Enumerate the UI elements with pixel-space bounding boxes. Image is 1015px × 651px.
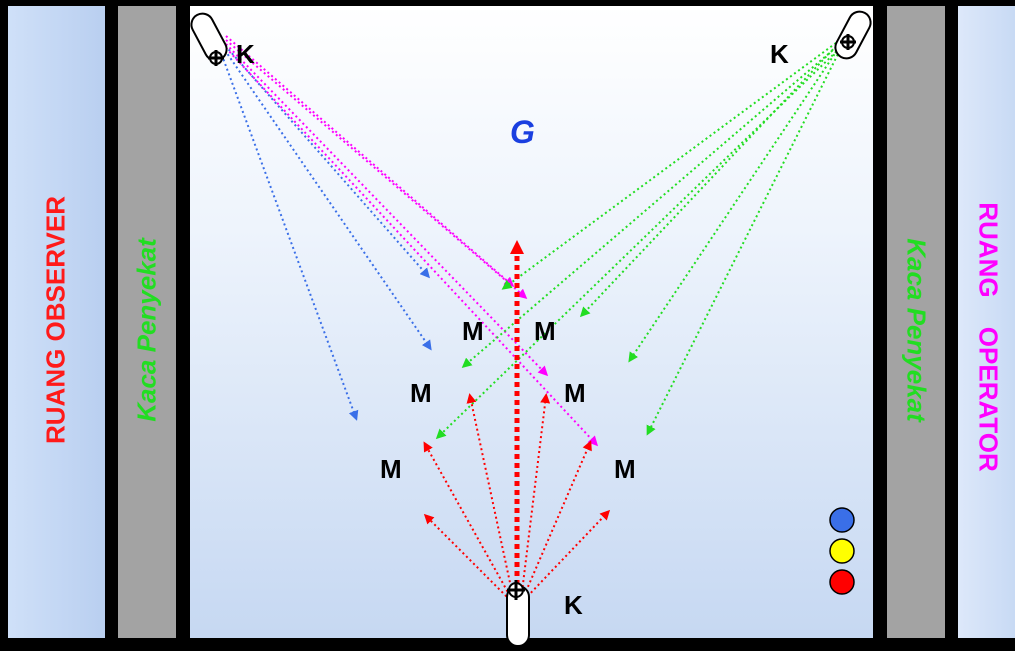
- center-label: G: [510, 114, 535, 150]
- magenta-rays: [225, 35, 599, 447]
- red-ray: [423, 441, 511, 597]
- object-label: M: [614, 454, 636, 484]
- blue-ray: [221, 41, 430, 279]
- operator-room: [958, 6, 1015, 638]
- red-ray: [523, 440, 592, 597]
- magenta-ray: [225, 43, 549, 377]
- green-ray: [435, 47, 841, 440]
- magenta-ray: [225, 35, 515, 287]
- red-legend-dot: [829, 569, 855, 595]
- main-room: [190, 6, 873, 638]
- blue-ray: [221, 45, 432, 351]
- camera-label: K: [770, 39, 789, 69]
- red-ray: [521, 393, 551, 593]
- camera-top-right: [834, 10, 872, 60]
- camera-label: K: [236, 39, 255, 69]
- object-label: M: [410, 378, 432, 408]
- legend-dots: [829, 507, 855, 595]
- green-ray: [628, 45, 841, 363]
- red-ray: [523, 509, 611, 601]
- object-label: M: [534, 316, 556, 346]
- right-glass-partition: [887, 6, 945, 638]
- green-rays: [435, 39, 841, 440]
- yellow-legend-dot: [829, 538, 855, 564]
- blue-rays: [219, 41, 432, 421]
- object-label: M: [564, 378, 586, 408]
- blue-legend-dot: [829, 507, 855, 533]
- green-ray: [579, 41, 841, 318]
- camera-label: K: [564, 590, 583, 620]
- blue-ray: [219, 49, 359, 421]
- magenta-ray: [225, 39, 528, 299]
- red-rays: [423, 393, 611, 601]
- left-glass-partition: [118, 6, 176, 638]
- observer-room: [8, 6, 105, 638]
- magenta-ray: [225, 47, 599, 447]
- red-ray: [466, 393, 513, 593]
- green-ray: [501, 39, 841, 290]
- green-ray: [461, 43, 841, 368]
- object-label: M: [462, 316, 484, 346]
- object-label: M: [380, 454, 402, 484]
- green-ray: [646, 49, 841, 436]
- camera-top-left: [190, 12, 228, 66]
- camera-bottom: [506, 580, 530, 647]
